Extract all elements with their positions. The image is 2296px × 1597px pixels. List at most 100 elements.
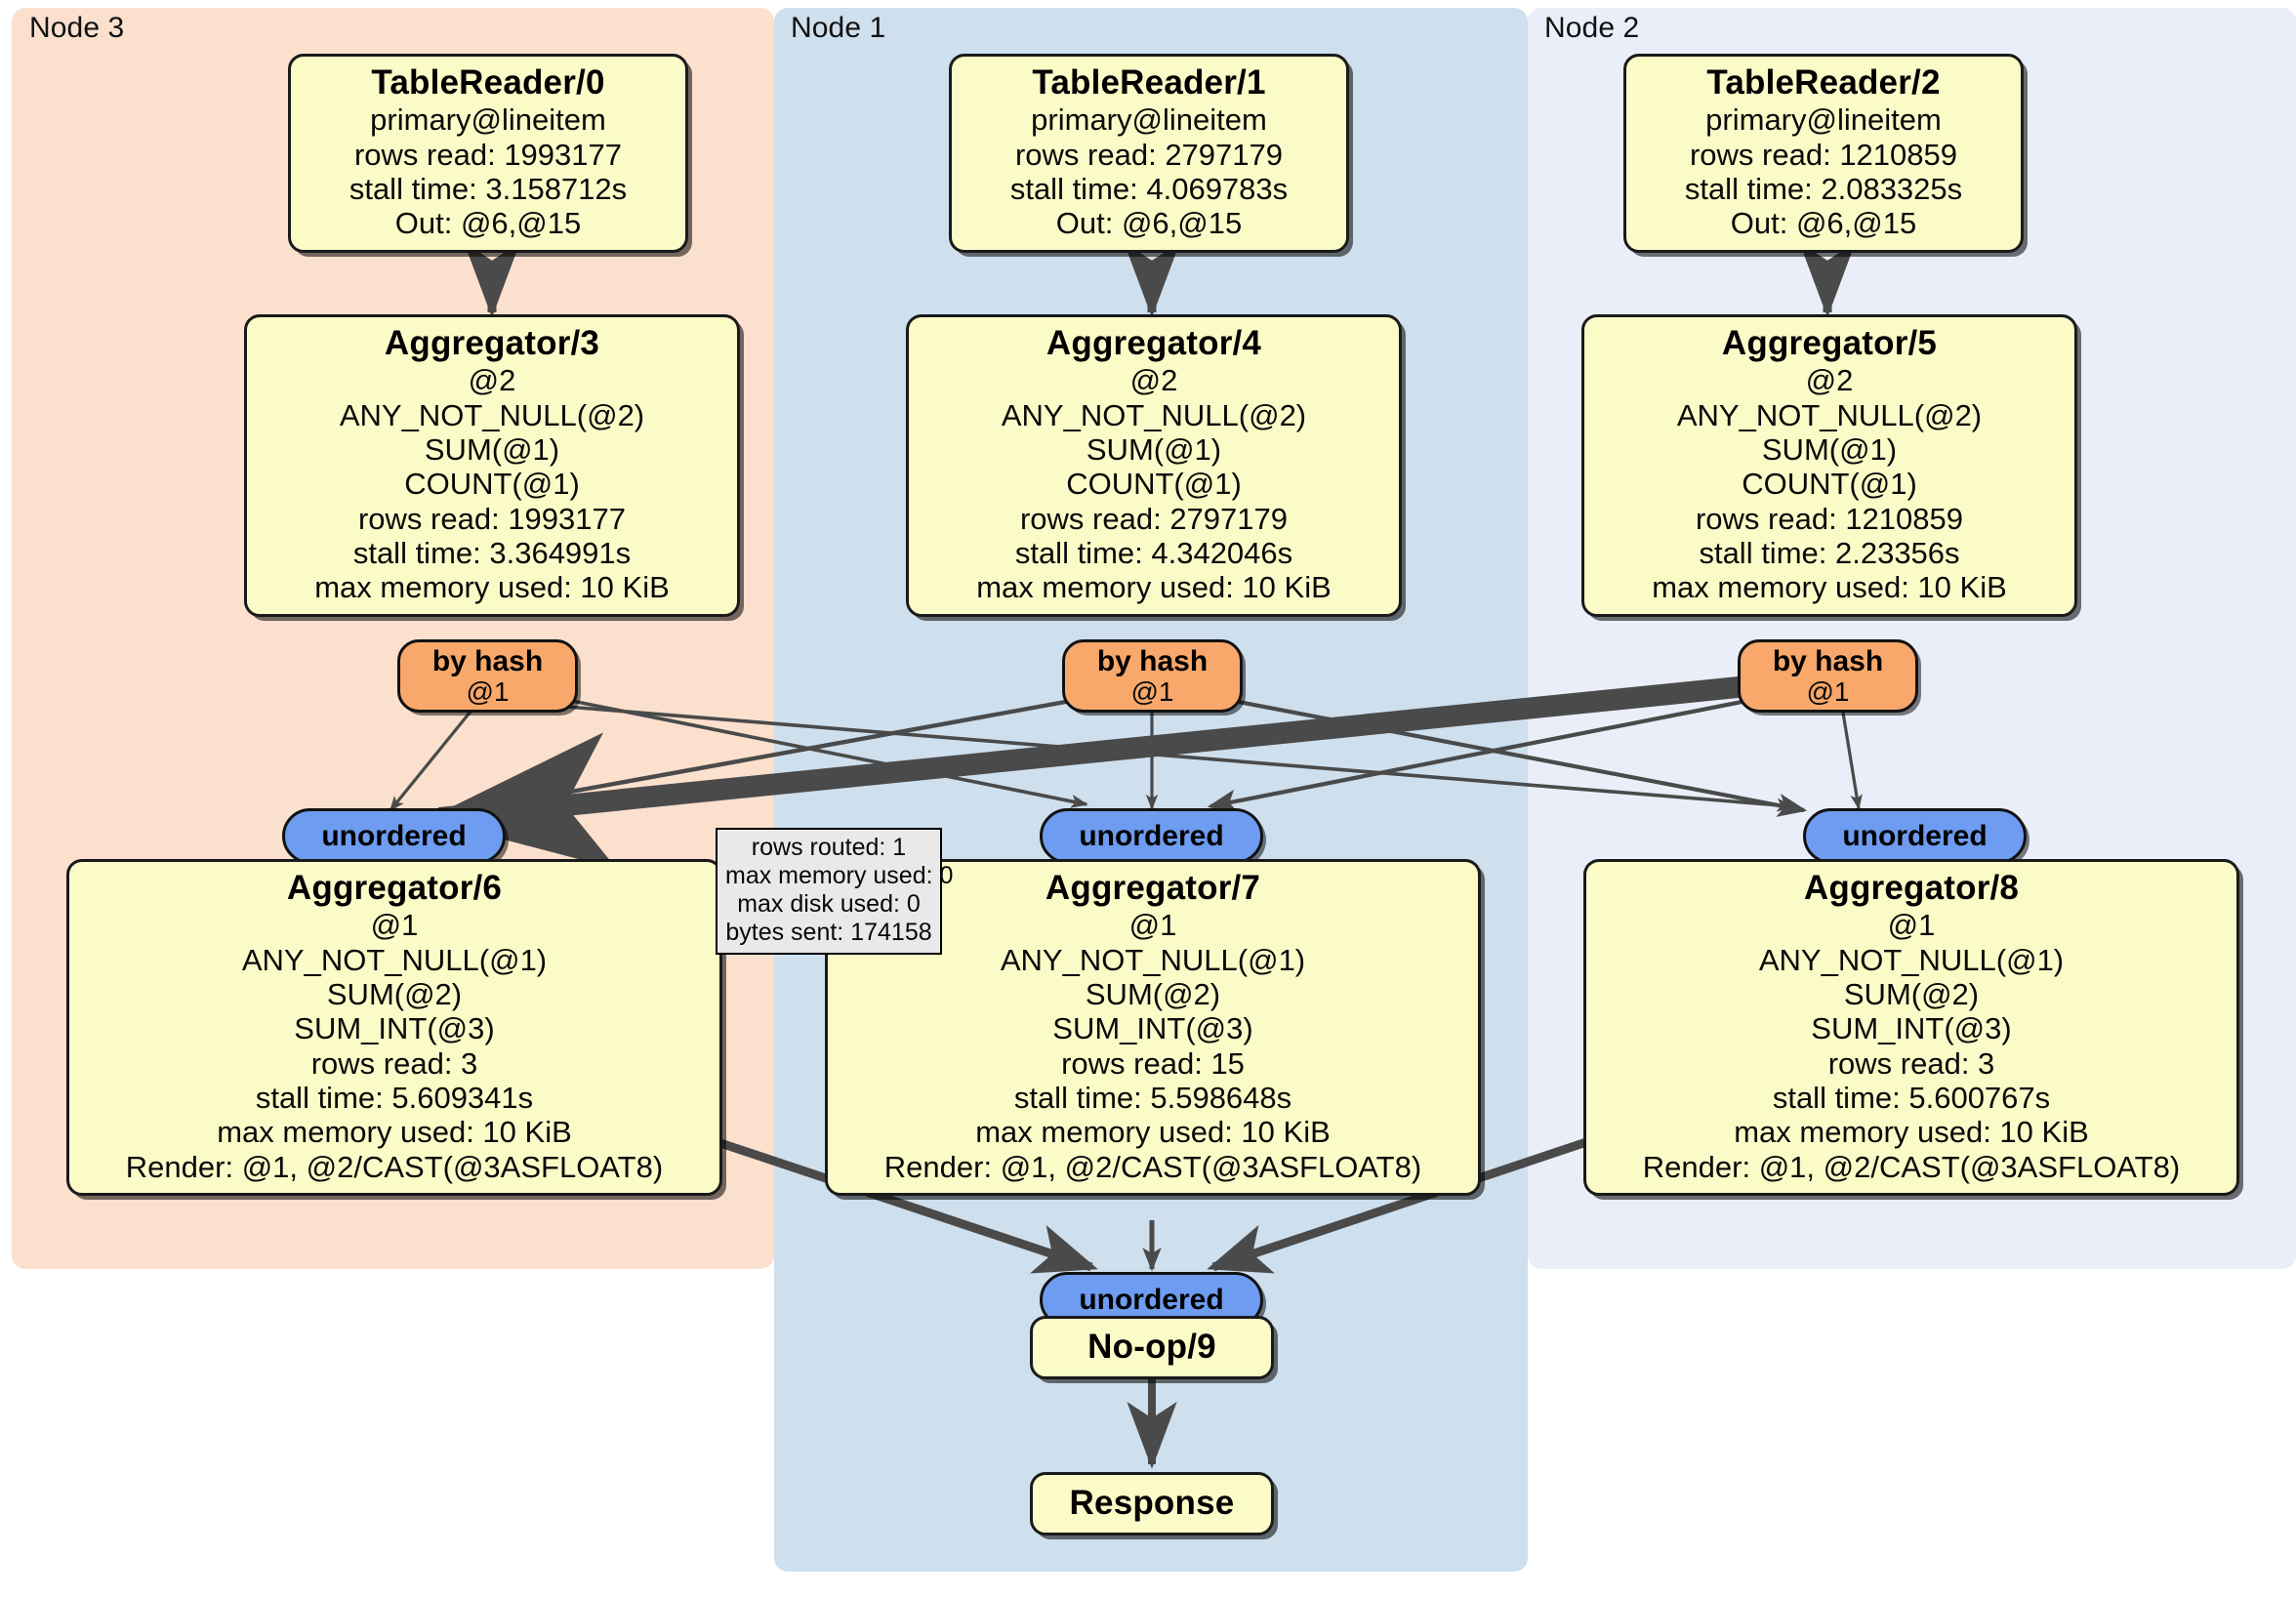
node-title: No-op/9 [1087,1328,1216,1366]
router-label: by hash [1772,645,1884,678]
router-label: by hash [1096,645,1209,678]
hash-router-0[interactable]: by hash @1 [397,639,578,713]
node-title: Aggregator/4 [1046,324,1262,362]
node-out-columns: Out: @6,@15 [1730,206,1917,241]
node-group-cols: @2 [1129,363,1178,398]
node-agg-func-3: COUNT(@1) [1742,467,1917,502]
node-agg-func-3: COUNT(@1) [404,467,580,502]
table-reader-0-node[interactable]: TableReader/0 primary@lineitem rows read… [288,54,688,253]
aggregator-3-node[interactable]: Aggregator/3 @2 ANY_NOT_NULL(@2) SUM(@1)… [244,314,740,617]
unordered-synchronizer-2[interactable]: unordered [1803,808,2027,864]
node-stall-time: stall time: 2.083325s [1684,171,1963,206]
aggregator-5-node[interactable]: Aggregator/5 @2 ANY_NOT_NULL(@2) SUM(@1)… [1581,314,2077,617]
router-column: @1 [466,676,510,707]
node-agg-func-3: SUM_INT(@3) [1052,1011,1253,1046]
node-rows-read: rows read: 15 [1061,1045,1245,1081]
unordered-synchronizer-1[interactable]: unordered [1040,808,1263,864]
node-max-memory: max memory used: 10 KiB [1734,1115,2089,1150]
node-title: TableReader/0 [371,63,605,102]
table-reader-2-node[interactable]: TableReader/2 primary@lineitem rows read… [1623,54,2024,253]
node-table: primary@lineitem [370,102,606,138]
node-stall-time: stall time: 5.600767s [1772,1080,2051,1115]
hash-router-1[interactable]: by hash @1 [1062,639,1243,713]
synchronizer-label: unordered [1079,1283,1224,1316]
node-max-memory: max memory used: 10 KiB [1652,570,2007,605]
node-max-memory: max memory used: 10 KiB [976,570,1332,605]
node-stall-time: stall time: 3.364991s [352,535,632,570]
response-node[interactable]: Response [1030,1472,1274,1536]
node-table: primary@lineitem [1705,102,1942,138]
tooltip-max-disk-used: max disk used: 0 [737,890,921,918]
node-group-cols: @2 [1805,363,1854,398]
node-rows-read: rows read: 1210859 [1689,137,1958,172]
node-rows-read: rows read: 1993177 [353,137,623,172]
node-group-cols: @1 [370,908,419,943]
tooltip-rows-routed: rows routed: 1 [751,834,907,861]
node-agg-func-3: COUNT(@1) [1066,467,1242,502]
node-stall-time: stall time: 5.598648s [1013,1080,1292,1115]
node-agg-func-2: SUM(@2) [1085,976,1221,1011]
node-title: Aggregator/3 [384,324,600,362]
aggregator-4-node[interactable]: Aggregator/4 @2 ANY_NOT_NULL(@2) SUM(@1)… [906,314,1402,617]
node-stall-time: stall time: 3.158712s [348,171,628,206]
node-max-memory: max memory used: 10 KiB [975,1115,1331,1150]
node-panel-label-node2: Node 2 [1544,12,1640,44]
node-title: TableReader/1 [1032,63,1266,102]
node-agg-func-2: SUM(@1) [1086,431,1222,467]
router-stats-tooltip: rows routed: 1 max memory used: 0 max di… [716,828,954,955]
synchronizer-label: unordered [321,819,467,852]
unordered-synchronizer-0[interactable]: unordered [282,808,506,864]
node-group-cols: @1 [1128,908,1177,943]
aggregator-6-node[interactable]: Aggregator/6 @1 ANY_NOT_NULL(@1) SUM(@2)… [66,859,722,1196]
node-rows-read: rows read: 1993177 [357,501,627,536]
node-title: Response [1069,1484,1235,1522]
node-title: Aggregator/5 [1721,324,1938,362]
aggregator-8-node[interactable]: Aggregator/8 @1 ANY_NOT_NULL(@1) SUM(@2)… [1583,859,2239,1196]
node-agg-func-2: SUM(@2) [326,976,463,1011]
synchronizer-label: unordered [1842,819,1988,852]
node-max-memory: max memory used: 10 KiB [217,1115,572,1150]
node-agg-func-1: ANY_NOT_NULL(@2) [1001,397,1307,432]
router-column: @1 [1806,676,1850,707]
node-render: Render: @1, @2/CAST(@3ASFLOAT8) [1642,1149,2181,1184]
node-table: primary@lineitem [1031,102,1267,138]
node-agg-func-1: ANY_NOT_NULL(@1) [241,942,548,977]
node-title: TableReader/2 [1706,63,1941,102]
node-rows-read: rows read: 3 [1827,1045,1995,1081]
node-agg-func-2: SUM(@1) [1761,431,1898,467]
node-out-columns: Out: @6,@15 [394,206,582,241]
node-agg-func-1: ANY_NOT_NULL(@2) [339,397,645,432]
node-stall-time: stall time: 4.069783s [1009,171,1289,206]
node-agg-func-1: ANY_NOT_NULL(@1) [1000,942,1306,977]
synchronizer-label: unordered [1079,819,1224,852]
tooltip-max-memory-used: max memory used: 0 [725,862,954,889]
node-title: Aggregator/6 [286,869,503,907]
node-stall-time: stall time: 5.609341s [255,1080,534,1115]
router-column: @1 [1130,676,1174,707]
no-op-9-node[interactable]: No-op/9 [1030,1316,1274,1380]
node-panel-label-node1: Node 1 [791,12,886,44]
node-out-columns: Out: @6,@15 [1055,206,1243,241]
node-max-memory: max memory used: 10 KiB [314,570,670,605]
node-rows-read: rows read: 2797179 [1019,501,1289,536]
router-label: by hash [431,645,544,678]
node-stall-time: stall time: 2.23356s [1699,535,1960,570]
node-agg-func-1: ANY_NOT_NULL(@2) [1676,397,1983,432]
hash-router-2[interactable]: by hash @1 [1738,639,1918,713]
node-agg-func-1: ANY_NOT_NULL(@1) [1758,942,2065,977]
node-title: Aggregator/8 [1803,869,2020,907]
table-reader-1-node[interactable]: TableReader/1 primary@lineitem rows read… [949,54,1349,253]
tooltip-bytes-sent: bytes sent: 174158 [725,919,932,946]
node-agg-func-3: SUM_INT(@3) [1811,1011,2012,1046]
node-render: Render: @1, @2/CAST(@3ASFLOAT8) [125,1149,664,1184]
node-agg-func-2: SUM(@1) [424,431,560,467]
node-panel-label-node3: Node 3 [29,12,125,44]
node-agg-func-3: SUM_INT(@3) [294,1011,495,1046]
node-title: Aggregator/7 [1045,869,1261,907]
node-agg-func-2: SUM(@2) [1843,976,1980,1011]
node-group-cols: @2 [468,363,516,398]
node-rows-read: rows read: 3 [310,1045,478,1081]
node-group-cols: @1 [1887,908,1936,943]
node-rows-read: rows read: 2797179 [1014,137,1284,172]
